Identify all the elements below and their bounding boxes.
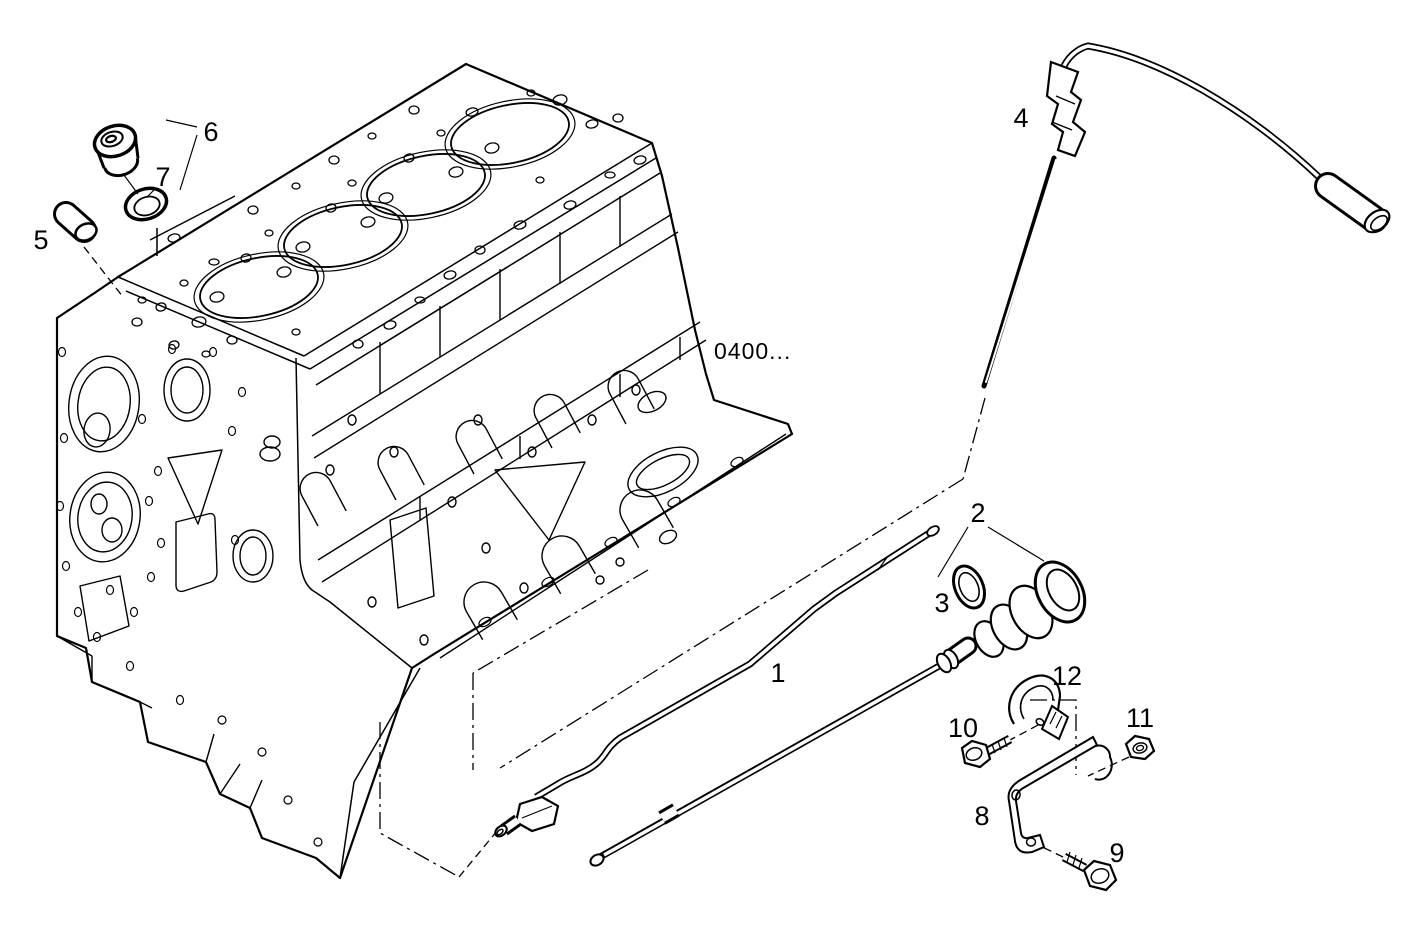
leader-bolt10-clamp <box>1007 723 1041 742</box>
hex-nut <box>1124 734 1156 761</box>
front-face-details <box>55 343 323 847</box>
leader-tube-tip <box>458 830 498 878</box>
drawing-code: 0400... <box>714 338 791 364</box>
dipstick-centerline <box>962 397 986 480</box>
dipstick-ferrule <box>1045 60 1087 158</box>
dipstick-blade <box>981 155 1057 389</box>
leader-lines <box>83 119 1130 878</box>
crank-seal-boss <box>68 355 140 453</box>
dipstick-tube <box>494 525 940 838</box>
cylinder-bore <box>277 200 409 272</box>
callout-5: 5 <box>33 225 48 255</box>
dipstick <box>981 42 1391 389</box>
cylinder-bore <box>444 98 576 170</box>
guide-tube-assembly <box>589 560 1087 867</box>
tube-end-fitting <box>514 795 560 833</box>
tube-clamp <box>1008 674 1070 741</box>
callout-9: 9 <box>1109 838 1124 868</box>
callout-6: 6 <box>203 117 218 147</box>
callout-labels: 1 2 3 4 5 6 7 8 9 10 11 12 0400... <box>33 103 1154 868</box>
oil-filler-cap <box>92 123 140 178</box>
funnel-bellows <box>973 560 1087 658</box>
callout-7: 7 <box>155 162 170 192</box>
seal-washer <box>123 186 169 222</box>
cylinder-bores <box>193 98 576 323</box>
side-face-details <box>259 196 787 659</box>
cylinder-bore <box>360 149 492 221</box>
lower-boss <box>69 471 141 563</box>
leader-plug <box>83 246 124 298</box>
leader-nut11-bracket <box>1087 756 1130 777</box>
tube-section-line <box>472 569 649 770</box>
deck-edges <box>117 142 661 879</box>
dipstick-insertion-line <box>499 478 964 769</box>
callout-1: 1 <box>770 658 785 688</box>
dipstick-handle <box>1060 42 1323 181</box>
callout-12: 12 <box>1052 661 1082 691</box>
flange-bolt-9 <box>1061 851 1118 892</box>
support-bracket <box>1007 735 1113 854</box>
triangle-pocket <box>167 449 223 525</box>
liner-webs <box>299 369 655 527</box>
cup-plug <box>53 201 98 243</box>
callout-8: 8 <box>974 801 989 831</box>
flange-bolt-10 <box>960 735 1013 769</box>
deck-holes <box>131 89 647 358</box>
block-insertion-line <box>379 722 460 878</box>
o-ring-seal <box>952 564 986 610</box>
callout-2: 2 <box>970 498 985 528</box>
callout-3: 3 <box>934 588 949 618</box>
rail-bolt-holes <box>478 456 744 628</box>
callout-11: 11 <box>1126 703 1154 733</box>
cylinder-bore <box>193 251 325 323</box>
bracket-callout-6 <box>165 119 198 191</box>
bracket-callout-2 <box>937 526 1045 578</box>
callout-10: 10 <box>948 713 978 743</box>
callout-4: 4 <box>1013 103 1028 133</box>
engine-block <box>55 62 794 880</box>
